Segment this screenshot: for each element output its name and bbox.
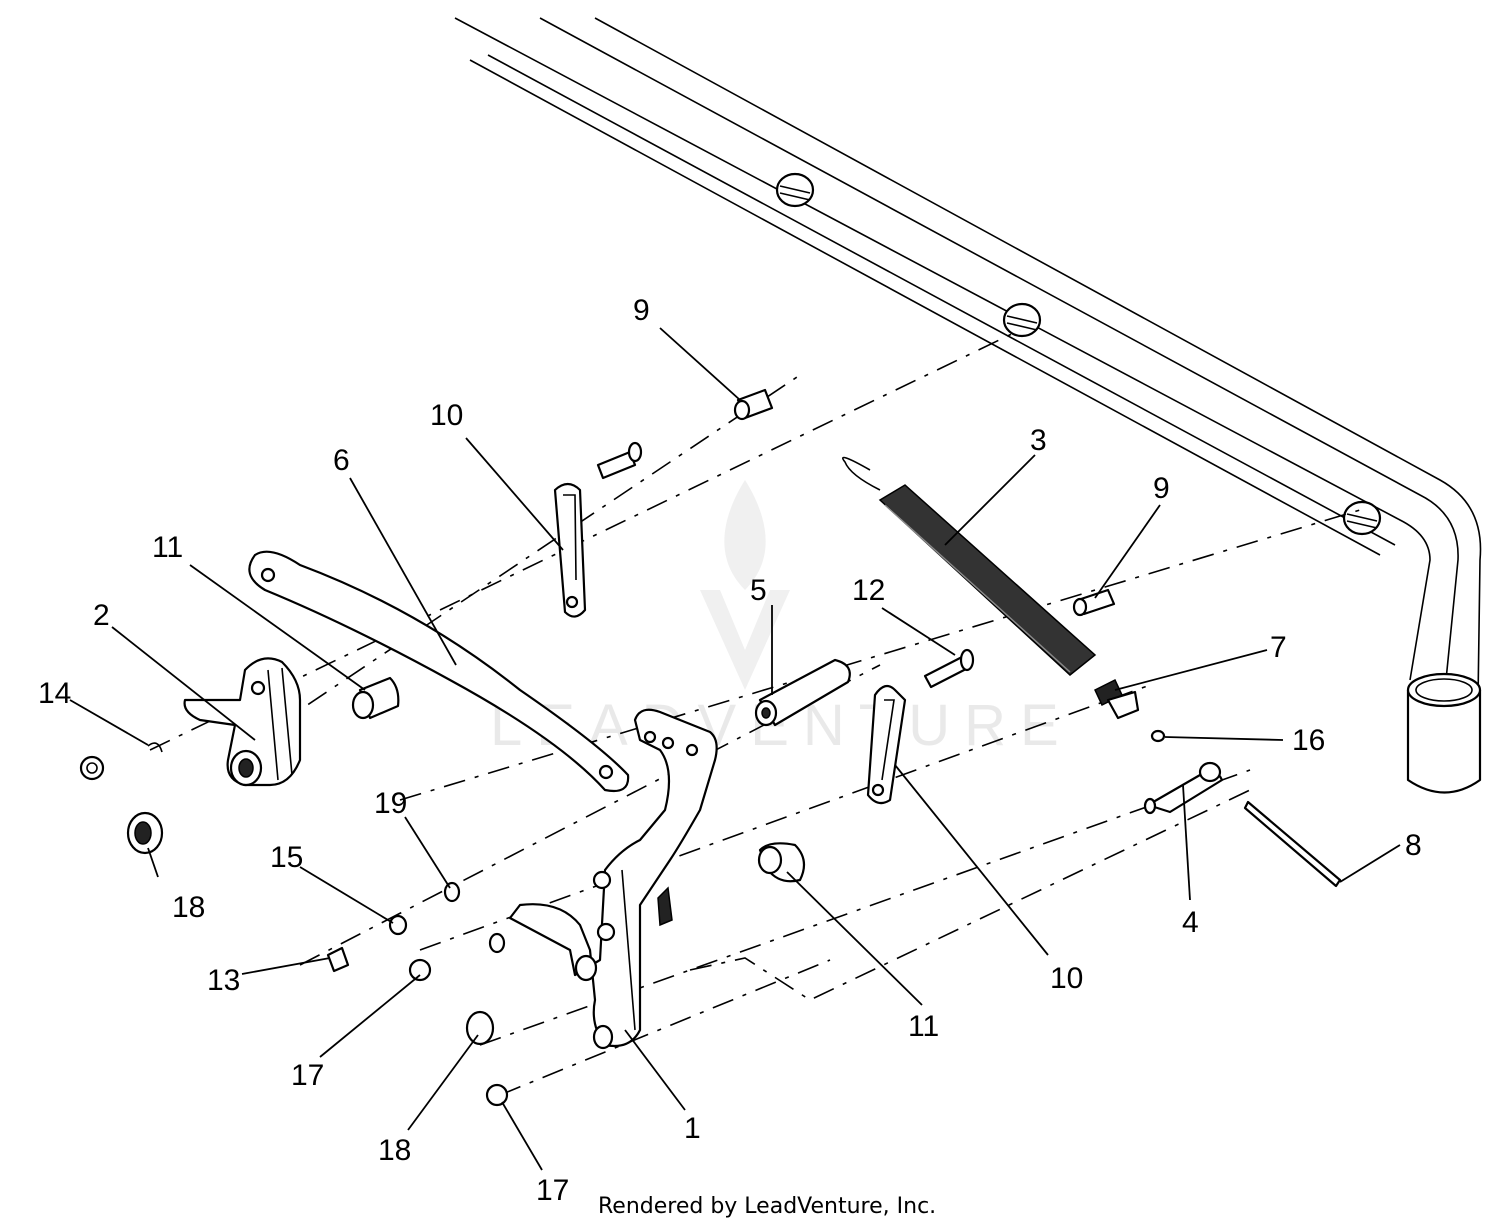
spring [842, 456, 1097, 676]
callout-9-right: 9 [1153, 472, 1170, 505]
slotted-link-lower [866, 684, 907, 805]
callout-labels: 9 10 6 3 9 11 2 5 12 7 14 16 19 8 15 18 … [38, 294, 1422, 1207]
callout-8: 8 [1405, 829, 1422, 862]
callout-18-left: 18 [172, 891, 205, 924]
callout-1: 1 [684, 1112, 701, 1145]
long-link [248, 550, 630, 793]
callout-11-lower: 11 [908, 1010, 939, 1043]
callout-6: 6 [333, 444, 350, 477]
callout-19: 19 [374, 787, 407, 820]
callout-10-lower: 10 [1050, 962, 1083, 995]
callout-3: 3 [1030, 424, 1047, 457]
callout-9-upper: 9 [633, 294, 650, 327]
callout-17-left: 17 [291, 1059, 324, 1092]
footer-credit: Rendered by LeadVenture, Inc. [598, 1194, 936, 1219]
frame-bar [454, 17, 1482, 794]
callout-13: 13 [207, 964, 240, 997]
callout-11-upper: 11 [152, 531, 183, 564]
callout-18-lower: 18 [378, 1134, 411, 1167]
callout-10-upper: 10 [430, 399, 463, 432]
callout-5: 5 [750, 574, 767, 607]
main-bracket [508, 708, 718, 1050]
callout-17-lower: 17 [536, 1174, 569, 1207]
leader-lines [69, 327, 1401, 1171]
callout-16: 16 [1292, 724, 1325, 757]
slotted-link-upper [553, 482, 587, 618]
callout-4: 4 [1182, 906, 1199, 939]
left-bellcrank [183, 657, 302, 787]
callout-12: 12 [852, 574, 885, 607]
callout-2: 2 [93, 599, 110, 632]
small-parts [79, 388, 1342, 1107]
callout-14: 14 [38, 677, 71, 710]
callout-15: 15 [270, 841, 303, 874]
callout-7: 7 [1270, 631, 1287, 664]
